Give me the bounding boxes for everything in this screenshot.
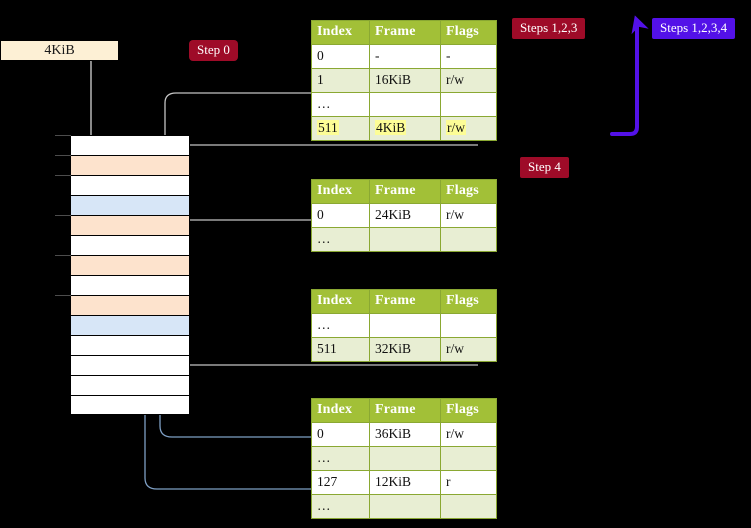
cell-index: 511 bbox=[311, 116, 370, 141]
cell-flags: r/w bbox=[440, 337, 497, 362]
cell-frame: 32KiB bbox=[369, 337, 441, 362]
badge-step-4: Step 4 bbox=[520, 157, 569, 178]
cell-flags bbox=[440, 494, 497, 519]
cell-frame: 24KiB bbox=[369, 203, 441, 228]
column-header-flags: Flags bbox=[440, 398, 497, 423]
memory-frame-2 bbox=[70, 175, 190, 195]
cell-index: 1 bbox=[311, 68, 370, 93]
cell-flags: r/w bbox=[440, 68, 497, 93]
highlighted-value: 511 bbox=[317, 120, 339, 135]
cell-index: … bbox=[311, 494, 370, 519]
table-row: … bbox=[311, 227, 497, 252]
cell-frame bbox=[369, 92, 441, 117]
memory-tick-4 bbox=[55, 215, 71, 216]
cell-flags bbox=[440, 92, 497, 117]
memory-frame-0 bbox=[70, 135, 190, 155]
column-header-frame: Frame bbox=[369, 398, 441, 423]
memory-frame-8 bbox=[70, 295, 190, 315]
cell-index: … bbox=[311, 446, 370, 471]
cell-index: … bbox=[311, 92, 370, 117]
cell-index: … bbox=[311, 227, 370, 252]
purple-loop-arrow bbox=[610, 15, 649, 136]
cell-flags bbox=[440, 313, 497, 338]
cell-frame: 12KiB bbox=[369, 470, 441, 495]
cell-frame: 36KiB bbox=[369, 422, 441, 447]
table-row: … bbox=[311, 494, 497, 519]
cell-frame: 4KiB bbox=[369, 116, 441, 141]
memory-tick-0 bbox=[55, 135, 71, 136]
memory-frame-1 bbox=[70, 155, 190, 175]
memory-tick-1 bbox=[55, 155, 71, 156]
memory-frame-9 bbox=[70, 315, 190, 335]
cell-frame bbox=[369, 446, 441, 471]
memory-tick-8 bbox=[55, 295, 71, 296]
column-header-index: Index bbox=[311, 20, 370, 45]
column-header-flags: Flags bbox=[440, 289, 497, 314]
cell-flags: r bbox=[440, 470, 497, 495]
wire-table1-row511 bbox=[168, 144, 478, 157]
column-header-frame: Frame bbox=[369, 289, 441, 314]
frame-size-label: 4KiB bbox=[0, 40, 119, 61]
column-header-index: Index bbox=[311, 289, 370, 314]
cell-frame: - bbox=[369, 44, 441, 69]
table-row: … bbox=[311, 92, 497, 117]
cell-flags: - bbox=[440, 44, 497, 69]
column-header-frame: Frame bbox=[369, 179, 441, 204]
cell-flags: r/w bbox=[440, 116, 497, 141]
highlighted-value: r/w bbox=[446, 120, 466, 135]
memory-frame-7 bbox=[70, 275, 190, 295]
memory-frame-13 bbox=[70, 395, 190, 415]
cell-index: … bbox=[311, 313, 370, 338]
column-header-flags: Flags bbox=[440, 20, 497, 45]
highlighted-value: 4KiB bbox=[375, 120, 407, 135]
table-row: 0-- bbox=[311, 44, 497, 69]
cell-frame bbox=[369, 494, 441, 519]
memory-tick-6 bbox=[55, 255, 71, 256]
memory-frame-11 bbox=[70, 355, 190, 375]
memory-frame-12 bbox=[70, 375, 190, 395]
cell-flags bbox=[440, 227, 497, 252]
memory-frame-10 bbox=[70, 335, 190, 355]
cell-flags: r/w bbox=[440, 203, 497, 228]
memory-frame-4 bbox=[70, 215, 190, 235]
memory-frame-6 bbox=[70, 255, 190, 275]
cell-flags: r/w bbox=[440, 422, 497, 447]
cell-frame bbox=[369, 313, 441, 338]
column-header-frame: Frame bbox=[369, 20, 441, 45]
cell-index: 0 bbox=[311, 422, 370, 447]
column-header-flags: Flags bbox=[440, 179, 497, 204]
table-row: 511 4KiB r/w bbox=[311, 116, 497, 141]
cell-flags bbox=[440, 446, 497, 471]
cell-frame bbox=[369, 227, 441, 252]
memory-frame-5 bbox=[70, 235, 190, 255]
cell-index: 0 bbox=[311, 44, 370, 69]
column-header-index: Index bbox=[311, 398, 370, 423]
memory-frame-3 bbox=[70, 195, 190, 215]
cell-frame: 16KiB bbox=[369, 68, 441, 93]
cell-index: 511 bbox=[311, 337, 370, 362]
badge-steps-1-2-3-4: Steps 1,2,3,4 bbox=[652, 18, 736, 39]
table-row: … bbox=[311, 446, 497, 471]
table-row: … bbox=[311, 313, 497, 338]
memory-tick-2 bbox=[55, 175, 71, 176]
cell-index: 0 bbox=[311, 203, 370, 228]
physical-memory-column bbox=[70, 135, 190, 415]
badge-step-0: Step 0 bbox=[189, 40, 238, 61]
column-header-index: Index bbox=[311, 179, 370, 204]
badge-steps-1-2-3: Steps 1,2,3 bbox=[512, 18, 586, 39]
cell-index: 127 bbox=[311, 470, 370, 495]
